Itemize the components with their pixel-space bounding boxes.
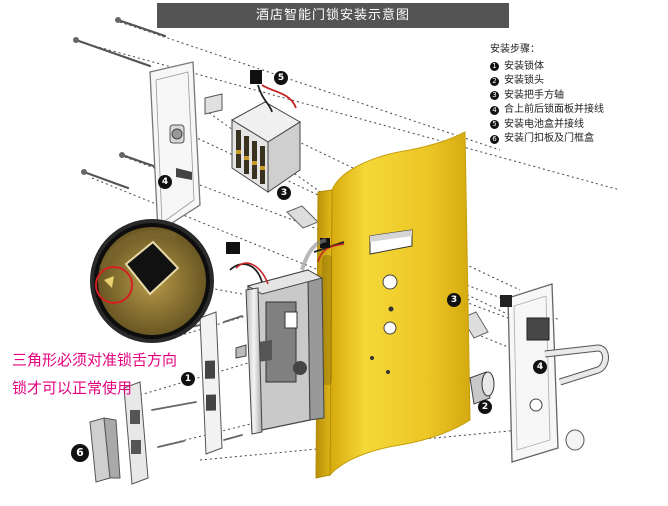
note-line-2: 锁才可以正常使用 [12,379,133,397]
strike-plate [123,381,149,485]
step-number-badge: 3 [490,91,499,101]
cylinder-cap [565,429,585,451]
step-item: 6 安装门扣板及门框盒 [490,132,604,147]
step-item: 1 安装锁体 [490,60,604,75]
step-number-badge: 2 [490,76,499,86]
back-panel [149,61,223,234]
step-number-badge: 6 [490,134,499,144]
step-item: 3 安装把手方轴 [490,89,604,104]
callout-3-upper: 3 [277,186,291,200]
step-text: 安装锁头 [504,75,544,86]
step-text: 安装锁体 [504,60,544,72]
triangle-alignment-note: 三角形必须对准锁舌方向 锁才可以正常使用 [12,346,177,402]
screws-top [74,18,167,190]
note-line-1: 三角形必须对准锁舌方向 [12,351,178,369]
step-number-badge: 5 [490,120,499,130]
callout-3-right: 3 [447,293,461,307]
step-number-badge: 4 [490,105,499,115]
callout-4-back-panel: 4 [158,175,172,189]
step-item: 5 安装电池盒并接线 [490,118,604,133]
face-plate [199,311,223,455]
step-item: 4 合上前后锁面板并接线 [490,103,604,118]
diagram-title: 酒店智能门锁安装示意图 [157,3,509,28]
step-number-badge: 1 [490,62,499,72]
strike-box [89,417,121,483]
lock-body [226,238,327,435]
front-panel [500,283,609,463]
callout-2: 2 [478,400,492,414]
steps-heading: 安装步骤： [490,44,540,55]
door [313,131,471,479]
step-text: 合上前后锁面板并接线 [504,104,604,115]
battery-box [231,70,301,193]
callout-6: 6 [71,444,89,462]
step-text: 安装电池盒并接线 [504,118,584,130]
magnifier-detail [90,219,243,343]
step-text: 安装把手方轴 [504,89,564,101]
callout-5: 5 [274,71,288,85]
callout-4-front-panel: 4 [533,360,547,374]
lock-cylinder [469,371,495,405]
callout-1: 1 [181,372,195,386]
step-item: 2 安装锁头 [490,74,604,89]
spindle-upper [286,205,319,229]
step-text: 安装门扣板及门框盒 [504,133,594,144]
